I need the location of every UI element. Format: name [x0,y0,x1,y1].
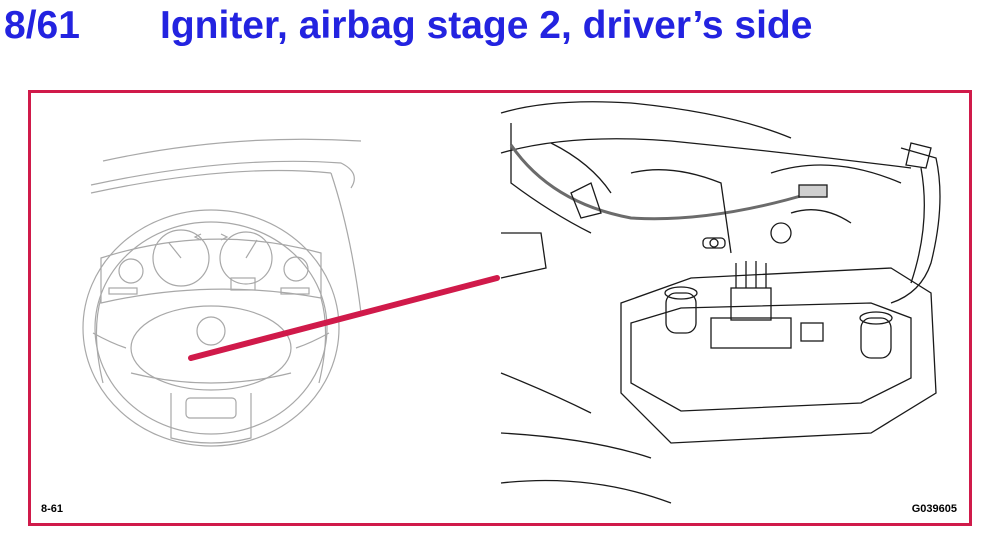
steering-wheel-illustration-icon [82,138,362,447]
airbag-igniter-connector-illustration-icon [500,101,941,504]
figure-label-right: G039605 [911,503,957,515]
figure-illustration [82,101,941,504]
section-number: 8/61 [4,4,80,47]
page-header: 8/61 Igniter, airbag stage 2, driver’s s… [0,2,989,54]
figure-frame: 8-61 G039605 [28,90,972,526]
figure-label-left: 8-61 [41,503,64,515]
page-title: Igniter, airbag stage 2, driver’s side [160,4,813,47]
pointer-line [188,275,500,361]
